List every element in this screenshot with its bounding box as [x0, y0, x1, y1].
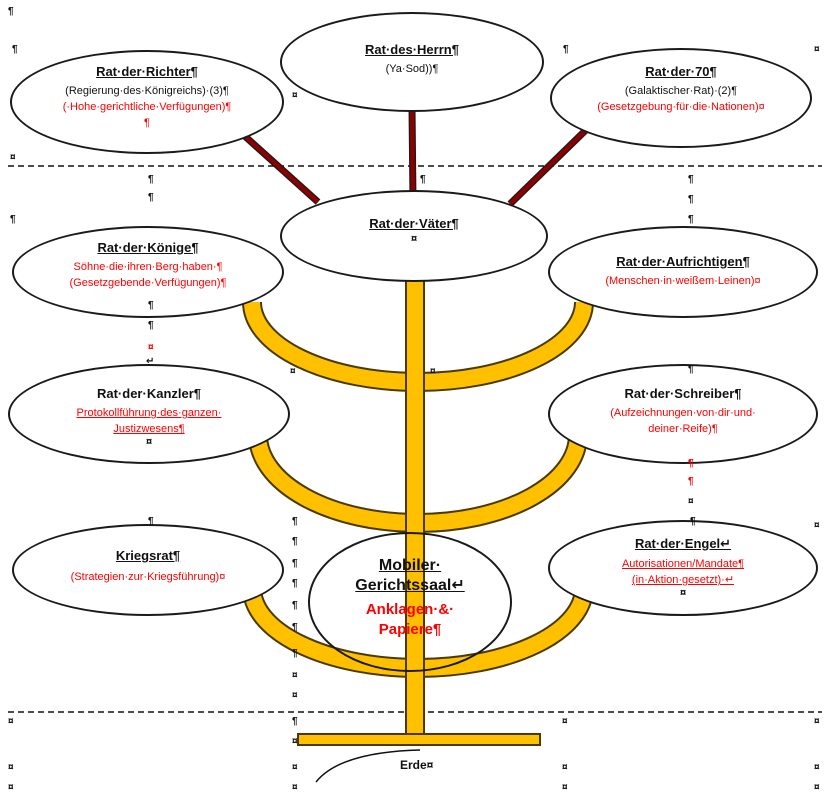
- pilcrow-mark: ¶: [148, 320, 154, 331]
- rat-der-koenige-line-2: (Gesetzgebende·Verfügungen)¶: [69, 277, 227, 289]
- cell-mark: ¤: [814, 520, 820, 531]
- pilcrow-mark: ¶: [690, 516, 696, 527]
- pilcrow-mark: ¶: [292, 622, 298, 633]
- oval-rat-der-70: Rat·der·70¶ (Galaktischer·Rat)·(2)¶ (Ges…: [550, 48, 812, 148]
- menorah-base: [297, 733, 541, 746]
- rat-der-engel-line-1: Autorisationen/Mandate¶: [621, 558, 745, 570]
- oval-rat-der-schreiber: Rat·der·Schreiber¶ (Aufzeichnungen·von·d…: [548, 364, 818, 464]
- rat-der-kanzler-line-3: ¤: [145, 436, 153, 448]
- rat-der-engel-line-3: ¤: [679, 587, 687, 599]
- cell-mark: ¤: [430, 366, 436, 377]
- rat-der-vaeter-mark: ¤: [410, 233, 418, 245]
- rat-der-engel-title: Rat·der·Engel↵: [634, 536, 732, 551]
- ground-arc: [315, 749, 421, 783]
- cell-mark: ¤: [292, 762, 298, 773]
- cell-mark: ¤: [290, 366, 296, 377]
- rat-der-70-line-1: (Galaktischer·Rat)·(2)¶: [624, 85, 738, 97]
- oval-rat-der-vaeter: Rat·der·Väter¶ ¤: [280, 190, 548, 282]
- cell-mark: ¤: [814, 762, 820, 773]
- return-mark: ↵: [146, 356, 155, 367]
- cell-mark: ¤: [292, 736, 298, 747]
- cell-mark: ¤: [8, 762, 14, 773]
- cell-mark: ¤: [10, 152, 16, 163]
- rat-der-koenige-line-1: Söhne·die·ihren·Berg·haben·¶: [73, 261, 223, 273]
- cell-mark: ¤: [292, 90, 298, 101]
- rat-der-70-line-2: (Gesetzgebung·für·die·Nationen)¤: [597, 101, 765, 113]
- cell-mark: ¤: [8, 782, 14, 793]
- branch-left-fill: [236, 128, 320, 204]
- cell-mark: ¤: [814, 782, 820, 793]
- cell-mark: ¤: [292, 782, 298, 793]
- pilcrow-mark: ¶: [10, 214, 16, 225]
- oval-rat-des-herrn: Rat·des·Herrn¶ (Ya·Sod))¶: [280, 12, 544, 112]
- rat-der-koenige-title: Rat·der·Könige¶: [97, 240, 199, 255]
- pilcrow-mark: ¶: [148, 516, 154, 527]
- rat-der-richter-line-1: (Regierung·des·Königreichs)·(3)¶: [65, 85, 229, 97]
- rat-der-richter-line-2: (·Hohe·gerichtliche·Verfügungen)¶: [62, 101, 232, 113]
- cell-mark: ¤: [688, 496, 694, 507]
- pilcrow-mark: ¶: [688, 214, 694, 225]
- pilcrow-mark: ¶: [688, 364, 694, 375]
- ground-label: Erde¤: [400, 758, 434, 772]
- pilcrow-mark: ¶: [688, 458, 694, 469]
- kriegsrat-title: Kriegsrat¶: [115, 548, 181, 563]
- rat-des-herrn-line: (Ya·Sod))¶: [385, 63, 439, 75]
- pilcrow-mark: ¶: [292, 558, 298, 569]
- pilcrow-mark: ¶: [563, 44, 569, 55]
- pilcrow-mark: ¶: [148, 192, 154, 203]
- court-title-1: Mobiler·: [378, 557, 442, 574]
- cell-mark: ¤: [292, 670, 298, 681]
- branch-center-fill: [409, 107, 416, 201]
- rat-der-schreiber-title: Rat·der·Schreiber¶: [624, 386, 742, 401]
- rat-der-kanzler-title: Rat·der·Kanzler¶: [96, 386, 202, 401]
- cell-mark: ¤: [562, 716, 568, 727]
- oval-mobiler-gerichtssaal: Mobiler· Gerichtssaal↵ Anklagen·&· Papie…: [308, 532, 512, 672]
- rat-der-vaeter-title: Rat·der·Väter¶: [369, 216, 459, 231]
- rat-der-aufrichtigen-title: Rat·der·Aufrichtigen¶: [616, 254, 750, 269]
- rat-der-schreiber-line-1: (Aufzeichnungen·von·dir·und·: [610, 407, 756, 419]
- pilcrow-mark: ¶: [688, 174, 694, 185]
- court-red-1: Anklagen·&·: [365, 601, 455, 618]
- rat-der-engel-line-2: (in·Aktion·gesetzt)·↵: [631, 574, 735, 586]
- pilcrow-mark: ¶: [12, 44, 18, 55]
- cell-mark: ¤: [148, 342, 154, 353]
- pilcrow-mark: ¶: [292, 648, 298, 659]
- oval-rat-der-aufrichtigen: Rat·der·Aufrichtigen¶ (Menschen·in·weiße…: [548, 226, 818, 318]
- court-red-2: Papiere¶: [378, 621, 442, 638]
- pilcrow-mark: ¶: [688, 476, 694, 487]
- pilcrow-mark: ¶: [688, 194, 694, 205]
- pilcrow-mark: ¶: [292, 600, 298, 611]
- pilcrow-mark: ¶: [8, 6, 14, 17]
- cell-mark: ¤: [562, 782, 568, 793]
- pilcrow-mark: ¶: [148, 174, 154, 185]
- oval-rat-der-koenige: Rat·der·Könige¶ Söhne·die·ihren·Berg·hab…: [12, 226, 284, 318]
- rat-der-kanzler-line-1: Protokollführung·des·ganzen·: [76, 407, 222, 419]
- cell-mark: ¤: [8, 716, 14, 727]
- oval-rat-der-kanzler: Rat·der·Kanzler¶ Protokollführung·des·ga…: [8, 364, 290, 464]
- pilcrow-mark: ¶: [292, 516, 298, 527]
- pilcrow-mark: ¶: [292, 578, 298, 589]
- rat-der-schreiber-line-2: deiner·Reife)¶: [648, 423, 718, 435]
- rat-der-richter-line-3: ¶: [144, 117, 150, 129]
- cell-mark: ¤: [292, 690, 298, 701]
- oval-rat-der-richter: Rat·der·Richter¶ (Regierung·des·Königrei…: [10, 50, 284, 154]
- cell-mark: ¤: [814, 716, 820, 727]
- kriegsrat-line-1: (Strategien·zur·Kriegsführung)¤: [70, 571, 226, 583]
- court-title-2: Gerichtssaal↵: [355, 577, 465, 594]
- cell-mark: ¤: [814, 44, 820, 55]
- rat-des-herrn-title: Rat·des·Herrn¶: [365, 42, 459, 57]
- pilcrow-mark: ¶: [292, 716, 298, 727]
- branch-right-fill: [508, 126, 590, 206]
- rat-der-70-title: Rat·der·70¶: [645, 64, 717, 79]
- pilcrow-mark: ¶: [292, 536, 298, 547]
- cell-mark: ¤: [562, 762, 568, 773]
- rat-der-kanzler-line-2: Justizwesens¶: [113, 423, 185, 435]
- rat-der-richter-title: Rat·der·Richter¶: [96, 64, 198, 79]
- pilcrow-mark: ¶: [420, 174, 426, 185]
- pilcrow-mark: ¶: [148, 300, 154, 311]
- oval-kriegsrat: Kriegsrat¶ (Strategien·zur·Kriegsführung…: [12, 524, 284, 616]
- rat-der-aufrichtigen-line-1: (Menschen·in·weißem·Leinen)¤: [605, 275, 761, 287]
- oval-rat-der-engel: Rat·der·Engel↵ Autorisationen/Mandate¶ (…: [548, 520, 818, 616]
